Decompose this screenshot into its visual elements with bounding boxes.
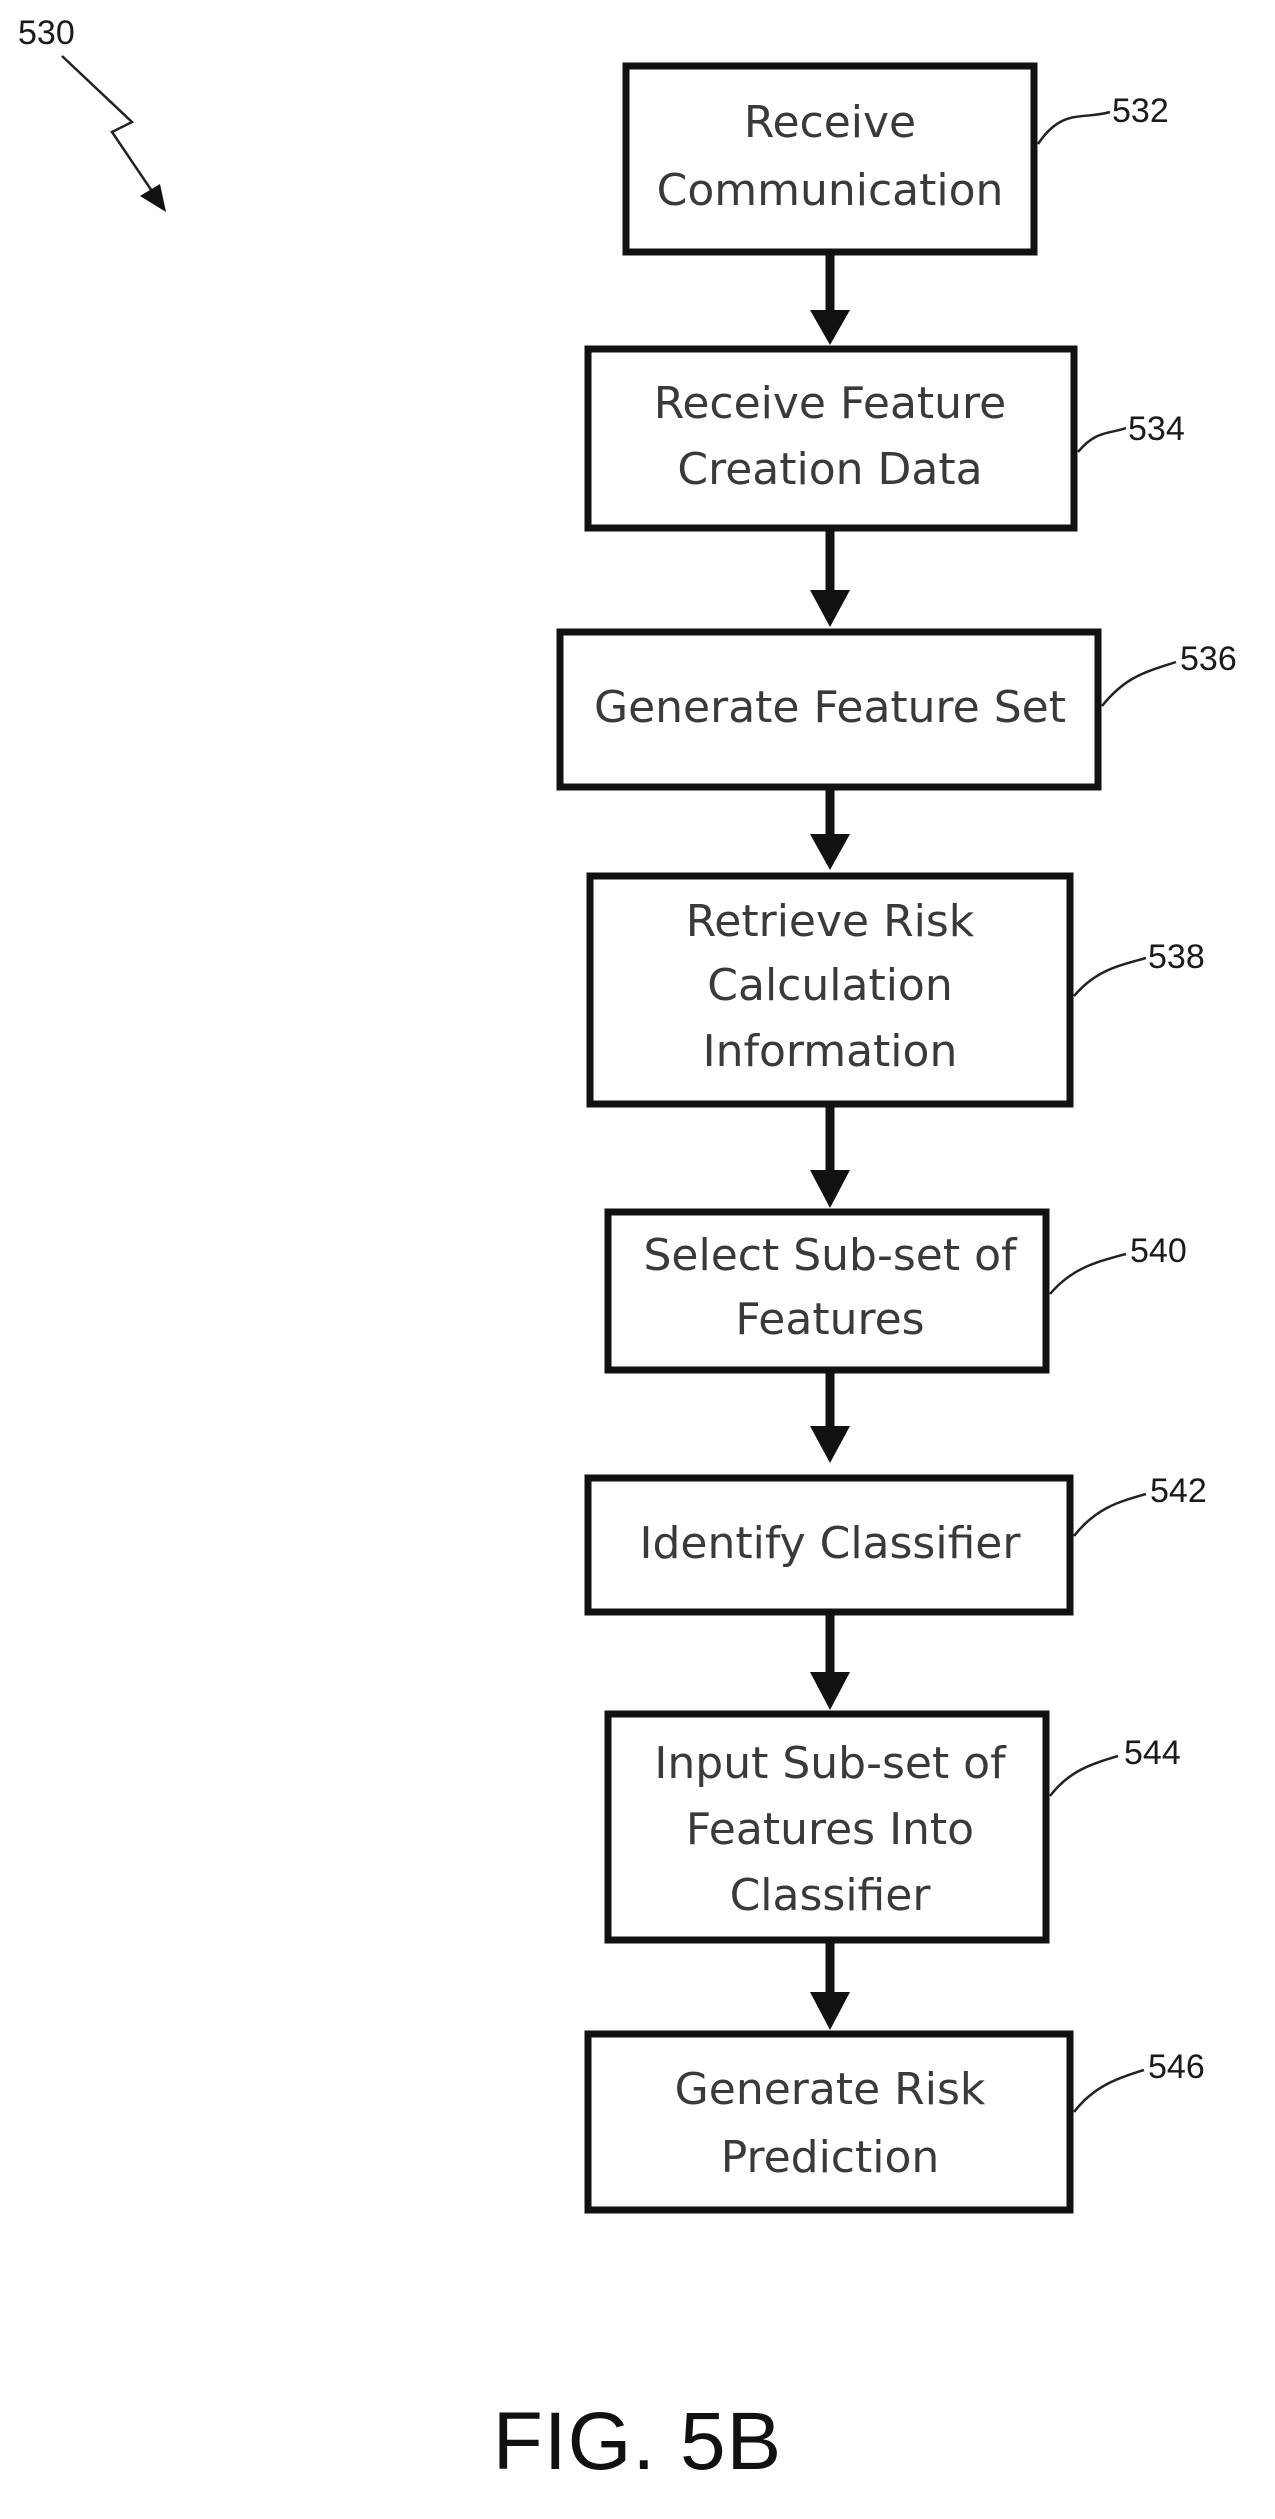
step-536-leader — [1102, 662, 1176, 706]
step-532: Receive Communication 532 — [626, 66, 1169, 252]
step-538-ref: 538 — [1148, 938, 1205, 976]
step-538-line-3: Information — [703, 1026, 958, 1077]
step-534-box — [588, 349, 1074, 528]
step-532-box — [626, 66, 1034, 252]
arrow-536-538 — [810, 787, 850, 870]
arrow-532-534 — [810, 252, 850, 345]
step-544: Input Sub-set of Features Into Classifie… — [608, 1714, 1181, 1940]
step-536: Generate Feature Set 536 — [560, 632, 1237, 787]
step-544-leader — [1050, 1756, 1118, 1796]
arrow-544-546 — [810, 1940, 850, 2030]
step-540: Select Sub-set of Features 540 — [608, 1212, 1187, 1370]
arrow-540-542 — [810, 1370, 850, 1463]
step-538-line-2: Calculation — [707, 960, 952, 1011]
figure-caption: FIG. 5B — [0, 2395, 1275, 2489]
figure-ref-arrow — [62, 56, 166, 212]
arrow-542-544 — [810, 1612, 850, 1710]
step-538: Retrieve Risk Calculation 538 Informatio… — [590, 876, 1205, 1104]
step-532-ref: 532 — [1112, 92, 1169, 130]
step-546-leader — [1074, 2070, 1144, 2112]
step-544-line-2: Features Into — [686, 1804, 974, 1855]
arrow-534-536 — [810, 528, 850, 627]
figure-ref-label: 530 — [18, 14, 75, 52]
step-532-line-2: Communication — [657, 165, 1004, 216]
step-538-line-1: Retrieve Risk — [686, 896, 975, 947]
step-532-leader — [1038, 112, 1110, 144]
step-542-ref: 542 — [1150, 1472, 1207, 1510]
step-540-line-1: Select Sub-set of — [644, 1230, 1019, 1281]
step-546-box — [588, 2034, 1070, 2210]
step-534-ref: 534 — [1128, 410, 1185, 448]
step-546-line-1: Generate Risk — [675, 2064, 986, 2115]
arrow-538-540 — [810, 1104, 850, 1208]
step-534-leader — [1078, 428, 1126, 452]
step-542-leader — [1074, 1494, 1146, 1536]
step-542: Identify Classifier 542 — [588, 1472, 1207, 1612]
step-538-leader — [1074, 958, 1146, 996]
step-536-line-1: Generate Feature Set — [594, 682, 1066, 733]
step-532-line-1: Receive — [744, 97, 916, 148]
step-540-ref: 540 — [1130, 1232, 1187, 1270]
step-546-line-2: Prediction — [721, 2132, 940, 2183]
step-534-line-2: Creation Data — [677, 444, 982, 495]
step-544-line-3: Classifier — [730, 1870, 932, 1921]
step-536-ref: 536 — [1180, 640, 1237, 678]
step-546: Generate Risk Prediction 546 — [588, 2034, 1205, 2210]
step-542-line-1: Identify Classifier — [640, 1518, 1022, 1569]
step-534: Receive Feature Creation Data 534 — [588, 349, 1185, 528]
step-534-line-1: Receive Feature — [654, 378, 1007, 429]
step-546-ref: 546 — [1148, 2048, 1205, 2086]
step-540-line-2: Features — [735, 1294, 924, 1345]
step-540-leader — [1050, 1254, 1126, 1294]
step-544-ref: 544 — [1124, 1734, 1181, 1772]
step-544-line-1: Input Sub-set of — [654, 1738, 1007, 1789]
